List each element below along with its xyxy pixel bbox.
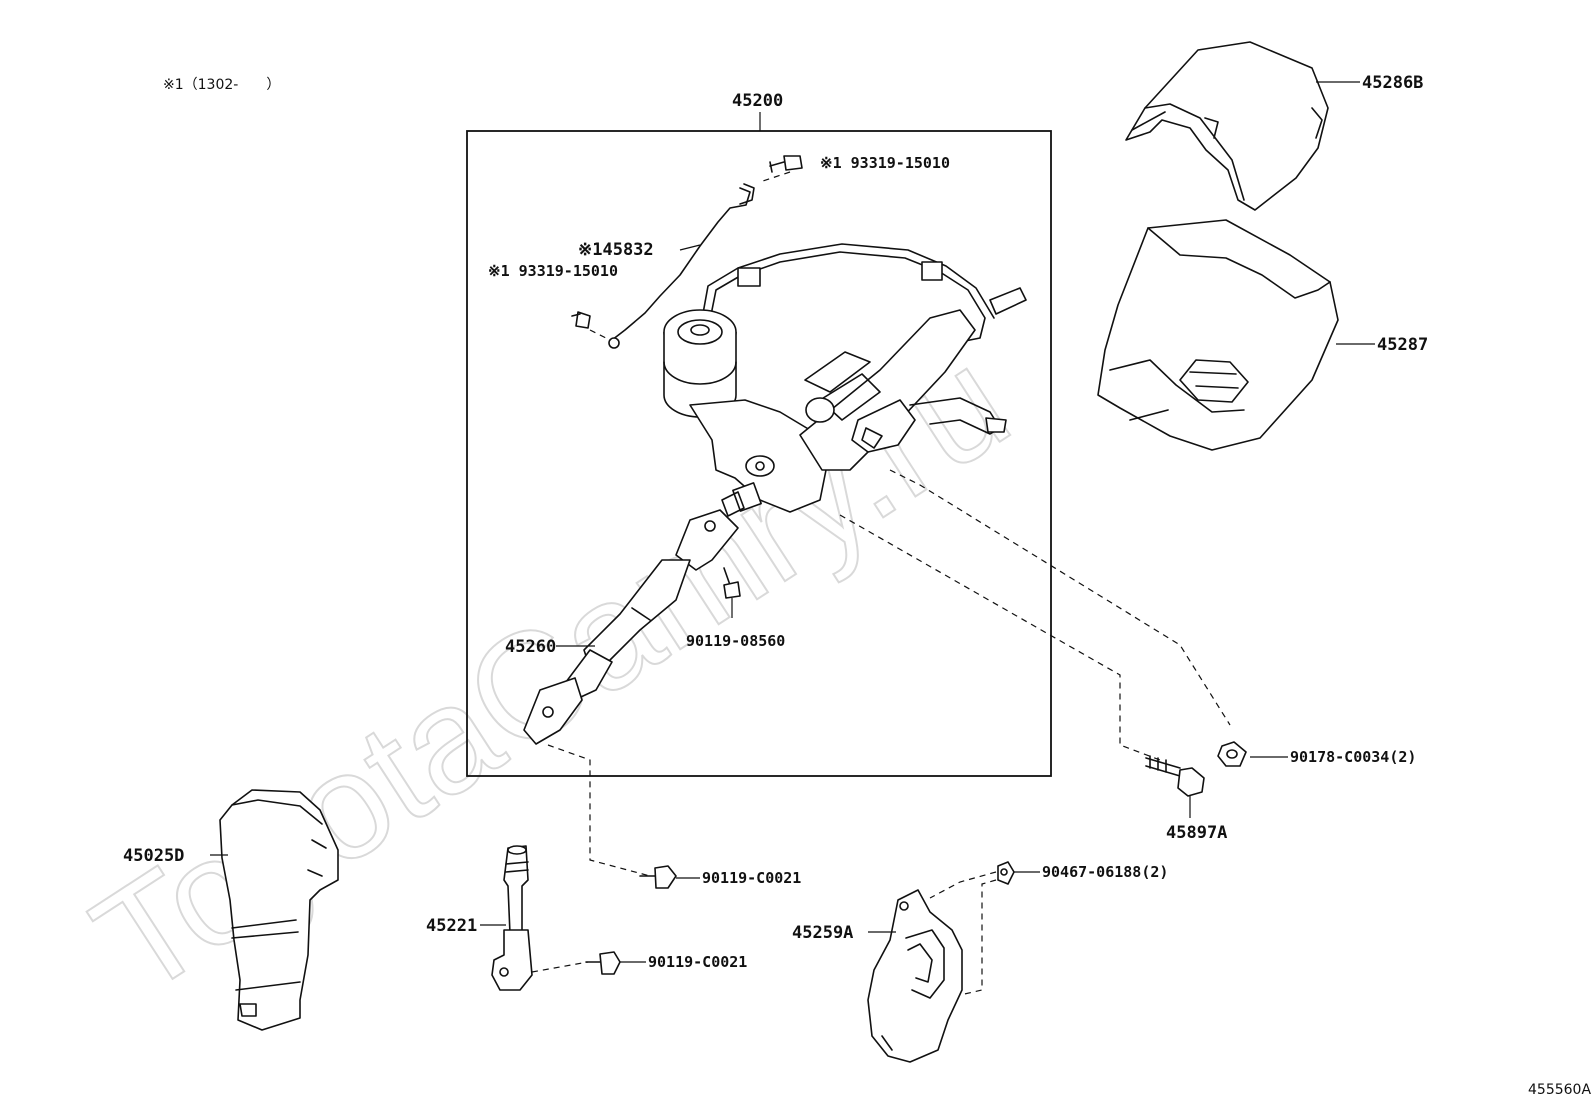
bolt-90119-C0021-b [585, 951, 621, 975]
bolt-90119-C0021-a [639, 865, 677, 889]
label-45286B[interactable]: 45286B [1362, 73, 1423, 93]
label-45259A[interactable]: 45259A [792, 923, 853, 943]
label-90467-06188[interactable]: 90467-06188(2) [1042, 863, 1168, 881]
bolt-93319-upper [769, 155, 803, 173]
label-90119-C0021-a[interactable]: 90119-C0021 [702, 869, 801, 887]
label-90119-08560[interactable]: 90119-08560 [686, 632, 785, 650]
label-90119-C0021-b[interactable]: 90119-C0021 [648, 953, 747, 971]
column-cover-upper [1125, 41, 1329, 211]
bolt-90119-08560 [723, 567, 741, 599]
ground-wire-45832 [608, 183, 755, 349]
column-cover-lower [1097, 219, 1339, 451]
bracket-45259A [867, 889, 963, 1063]
intermediate-shaft-45221 [491, 845, 533, 991]
nut-90178-C0034 [1217, 741, 1247, 767]
steering-boot-45025D [219, 789, 339, 1031]
label-45200[interactable]: 45200 [732, 91, 783, 111]
label-45287[interactable]: 45287 [1377, 335, 1428, 355]
bolt-45897A [1145, 755, 1205, 797]
clip-90467-06188 [997, 861, 1015, 885]
label-90178-C0034[interactable]: 90178-C0034(2) [1290, 748, 1416, 766]
label-45832[interactable]: ※145832 [578, 240, 654, 260]
note-applicability: ※1（1302- ） [163, 77, 280, 93]
assembly-frame [466, 130, 1052, 777]
label-45260[interactable]: 45260 [505, 637, 556, 657]
label-45897A[interactable]: 45897A [1166, 823, 1227, 843]
label-93319-15010-left[interactable]: ※1 93319-15010 [488, 262, 618, 280]
label-93319-15010-upper[interactable]: ※1 93319-15010 [820, 154, 950, 172]
steering-column-assembly [663, 243, 1027, 517]
diagram-code: 455560A [1528, 1082, 1591, 1098]
label-45221[interactable]: 45221 [426, 916, 477, 936]
intermediate-shaft-45260 [523, 509, 739, 745]
label-45025D[interactable]: 45025D [123, 846, 184, 866]
bolt-93319-left [571, 311, 591, 329]
